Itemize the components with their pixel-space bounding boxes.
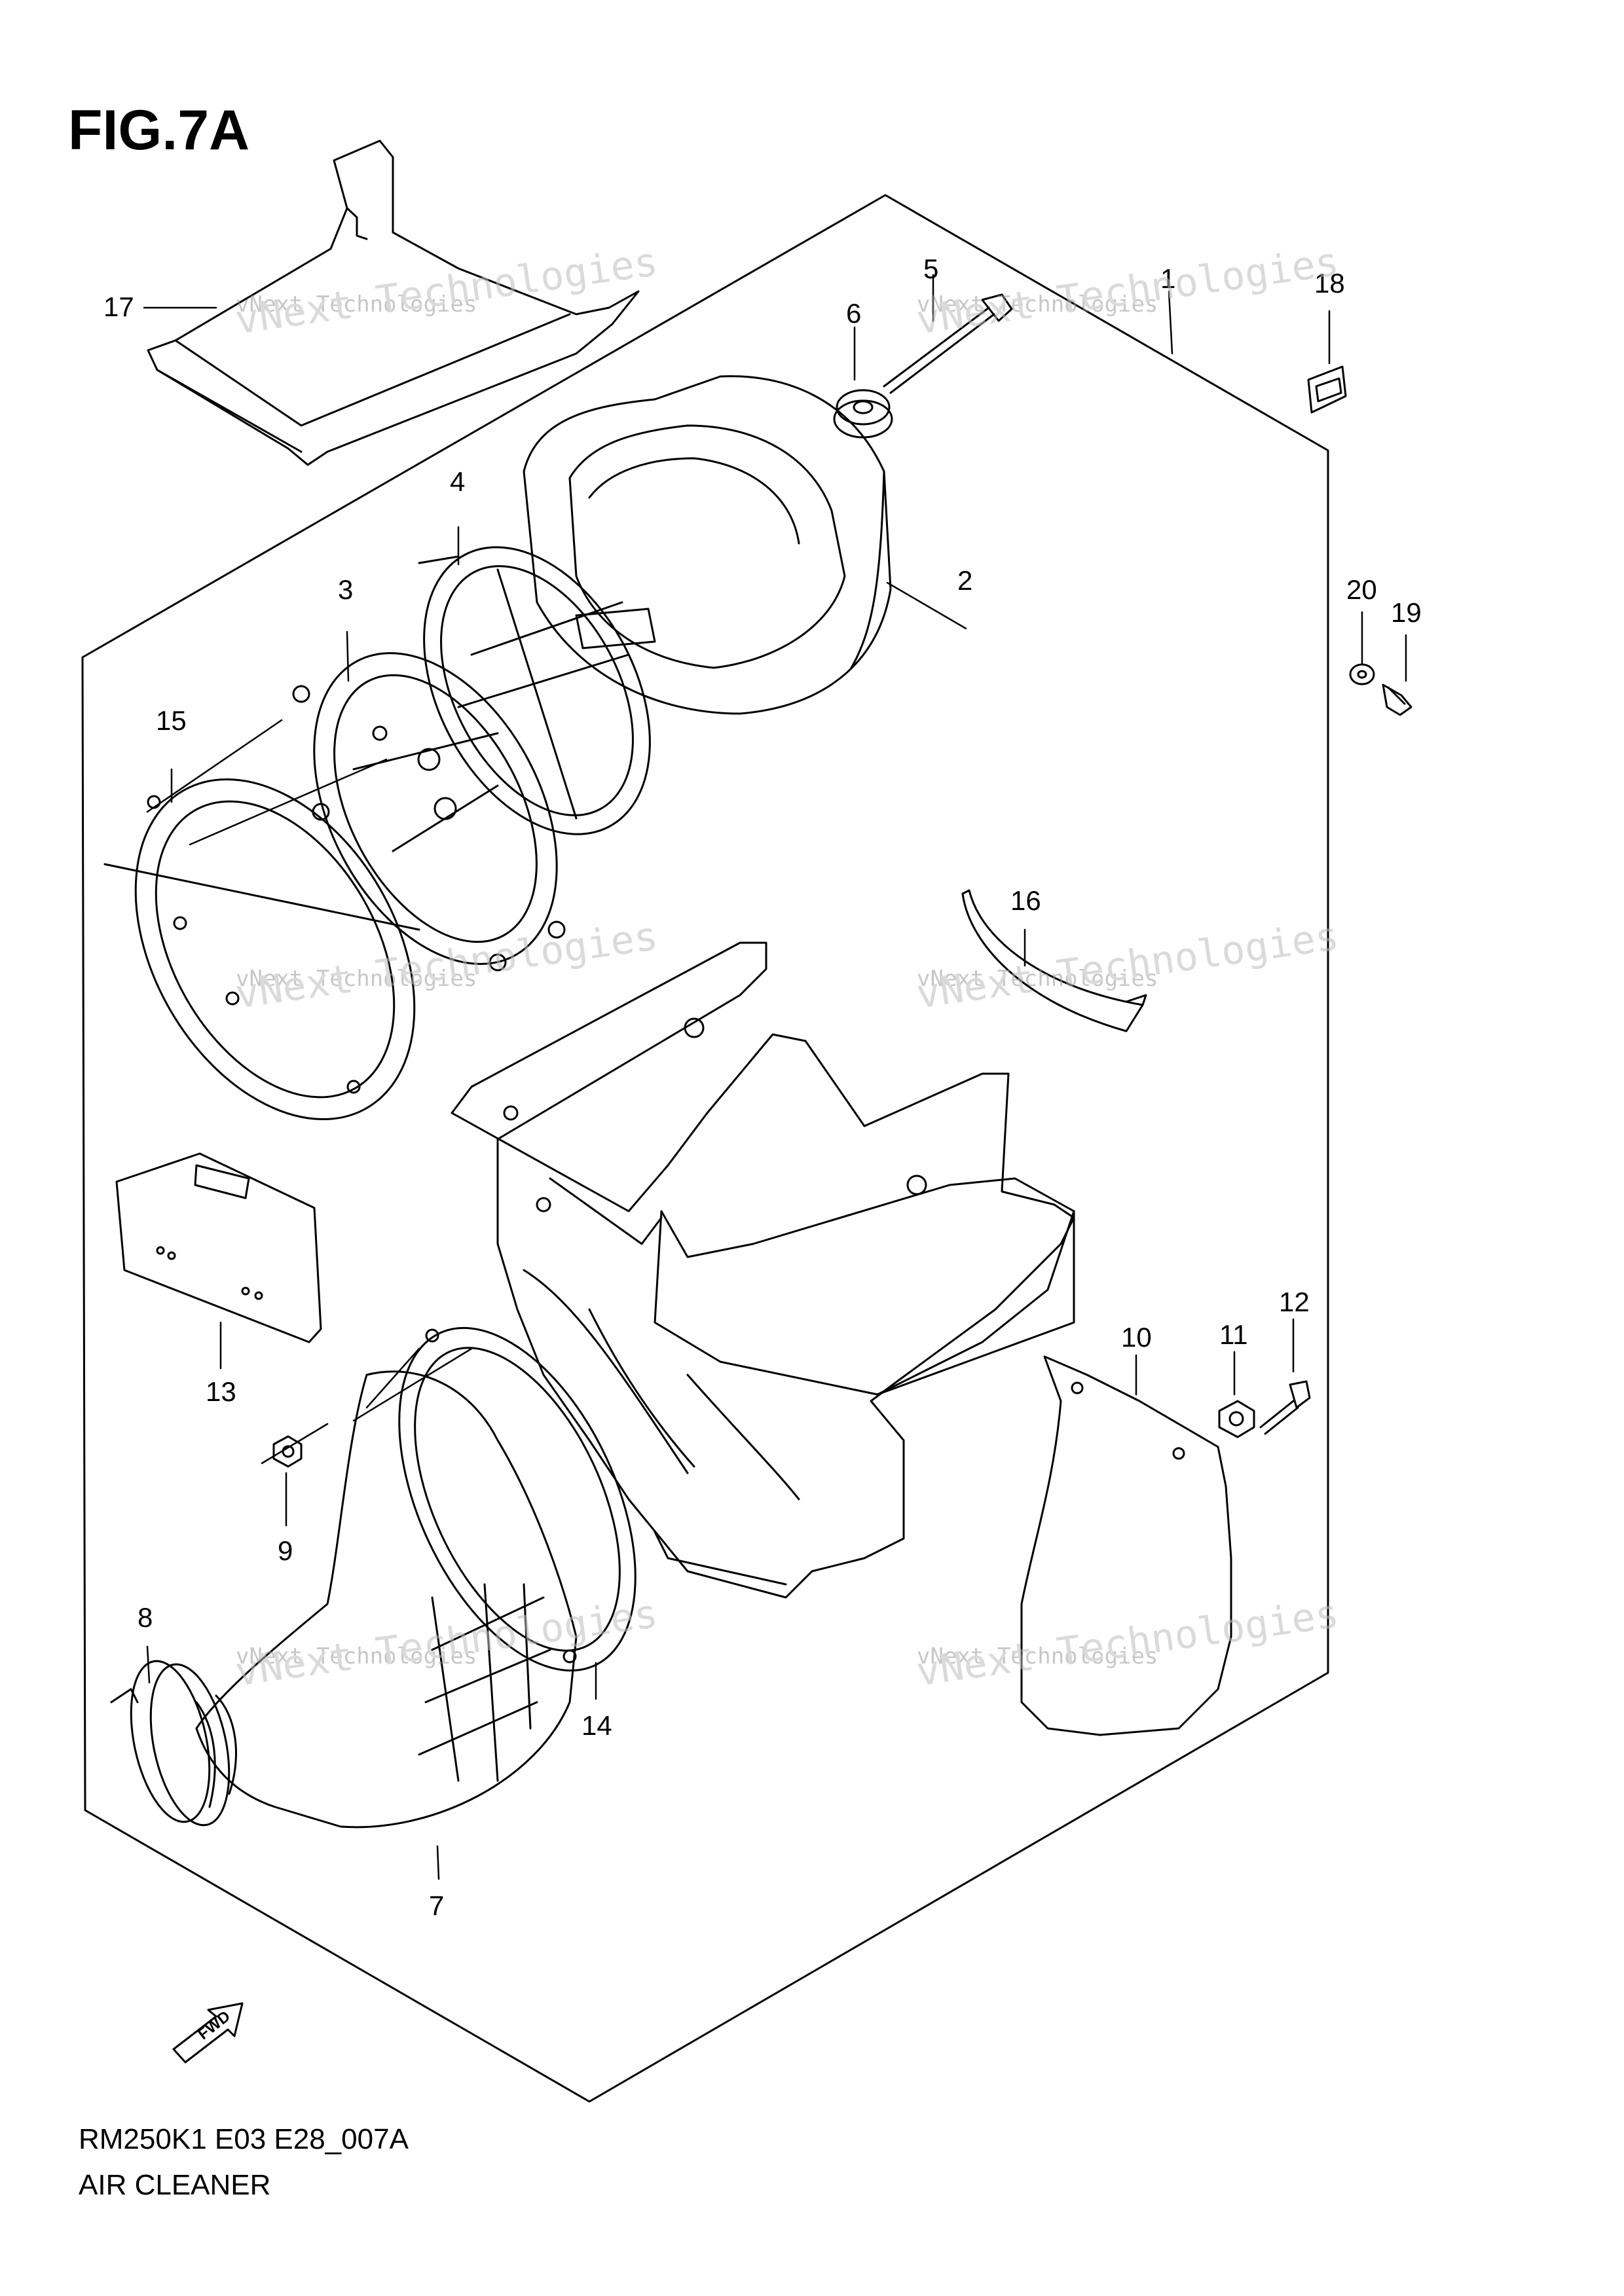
- part-5-screw: [884, 295, 1012, 393]
- callout-10: 10: [1121, 1322, 1152, 1353]
- part-20-washer: [1350, 665, 1374, 684]
- figure-name: AIR CLEANER: [79, 2169, 271, 2201]
- callout-5: 5: [923, 253, 939, 284]
- callout-19: 19: [1391, 597, 1422, 628]
- callout-9: 9: [278, 1535, 293, 1566]
- part-8-clamp: [111, 1654, 242, 1832]
- part-12-bolt: [1261, 1381, 1310, 1434]
- callout-4: 4: [450, 466, 466, 497]
- part-6-grommet: [834, 390, 892, 437]
- part-2-filter: [524, 376, 891, 714]
- part-19-bolt: [1383, 685, 1411, 715]
- callout-14: 14: [581, 1710, 612, 1741]
- part-18-clip: [1308, 367, 1346, 412]
- callout-2: 2: [957, 565, 973, 596]
- callout-13: 13: [206, 1376, 236, 1407]
- callout-12: 12: [1279, 1286, 1310, 1317]
- part-9-nut: [274, 1436, 301, 1467]
- figure-code: RM250K1 E03 E28_007A: [79, 2123, 409, 2155]
- callout-7: 7: [429, 1890, 445, 1921]
- leader-lines: [144, 275, 1406, 1879]
- callout-18: 18: [1314, 268, 1345, 299]
- callout-17: 17: [103, 291, 134, 322]
- callout-16: 16: [1010, 885, 1041, 916]
- callout-6: 6: [846, 298, 862, 329]
- callout-1: 1: [1160, 263, 1176, 294]
- callout-8: 8: [138, 1602, 153, 1633]
- air-cleaner-case: [452, 943, 1074, 1597]
- fwd-arrow-icon: [174, 2003, 242, 2062]
- part-13-plate: [117, 1154, 321, 1342]
- callout-11: 11: [1219, 1319, 1248, 1350]
- part-10-guard: [1022, 1357, 1231, 1735]
- part-16-strip: [963, 890, 1146, 1031]
- callout-15: 15: [156, 705, 187, 736]
- part-17-tray: [148, 141, 638, 465]
- part-14-clamp-gasket: [351, 1292, 684, 1707]
- part-7-duct: [196, 1372, 576, 1827]
- figure-title: FIG.7A: [68, 99, 250, 162]
- callout-20: 20: [1346, 574, 1377, 605]
- callout-3: 3: [338, 574, 354, 605]
- part-4-cage: [378, 509, 696, 873]
- part-11-washer: [1219, 1401, 1254, 1437]
- part-15-gasket: [79, 730, 471, 1169]
- assembly-outline: [83, 195, 1328, 2102]
